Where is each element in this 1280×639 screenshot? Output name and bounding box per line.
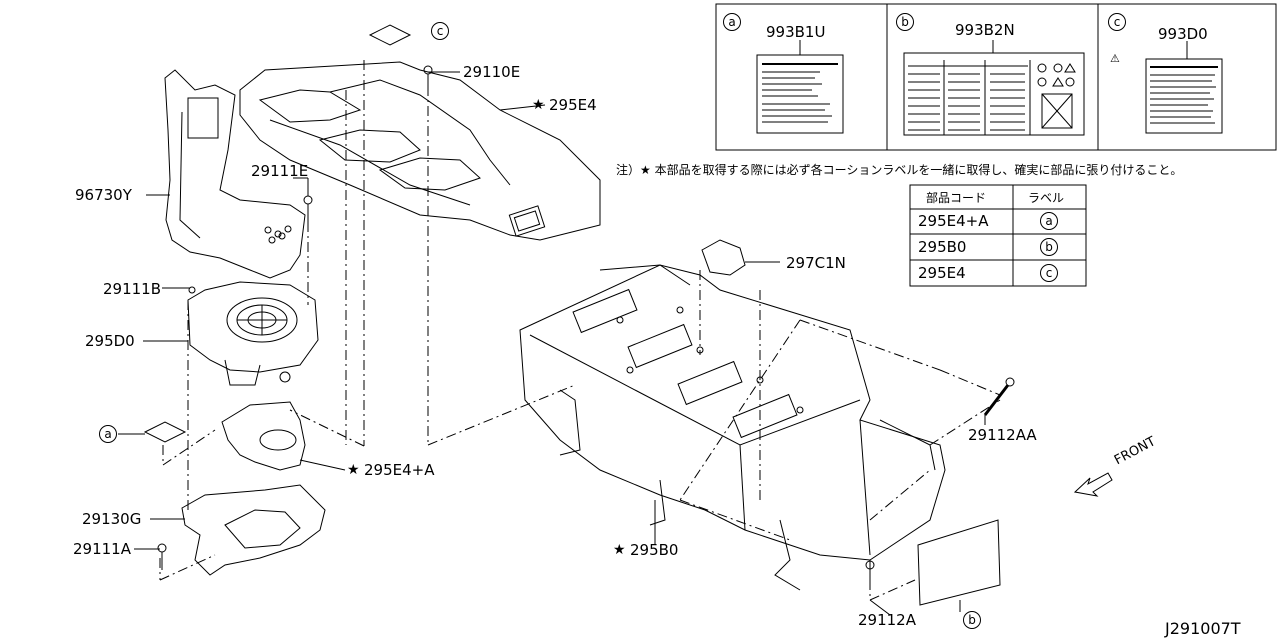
- table-header-code: 部品コード: [926, 191, 987, 205]
- marker-c-callout: c: [431, 22, 449, 40]
- front-arrow-icon: [1073, 472, 1113, 497]
- marker-a-box: a: [723, 13, 741, 31]
- table-row-label: b: [1040, 238, 1058, 256]
- part-295e4a: 295E4+A: [364, 461, 435, 479]
- label-a-code: 993B1U: [766, 23, 826, 41]
- label-table-frame: [909, 184, 1087, 287]
- label-b-patch: [917, 519, 1001, 606]
- marker-c-box: c: [1108, 13, 1126, 31]
- label-a-patch: [143, 421, 187, 443]
- part-29111e: 29111E: [251, 162, 309, 180]
- label-a-sticker: [756, 54, 844, 134]
- part-295e4: 295E4: [549, 96, 597, 114]
- part-96730y: 96730Y: [75, 186, 132, 204]
- marker-b-callout: b: [963, 611, 981, 629]
- table-row-code: 295E4+A: [918, 212, 989, 230]
- marker-a-callout: a: [99, 425, 117, 443]
- connector-297c1n: [701, 239, 746, 276]
- part-29111b: 29111B: [103, 280, 162, 298]
- label-c-code: 993D0: [1158, 25, 1208, 43]
- star-icon: ★: [613, 542, 626, 558]
- part-295b0: 295B0: [630, 541, 679, 559]
- part-29110e: 29110E: [463, 63, 521, 81]
- table-row-label: a: [1040, 212, 1058, 230]
- battery-pack-295b0: [519, 264, 946, 561]
- diagram-id: J291007T: [1165, 619, 1241, 638]
- marker-b-box: b: [896, 13, 914, 31]
- star-icon: ★: [532, 97, 545, 113]
- label-b-sticker: [903, 52, 1085, 136]
- plate-295e4: [239, 61, 601, 241]
- part-29112aa: 29112AA: [968, 426, 1037, 444]
- duct-295e4a: [221, 401, 306, 471]
- table-row-label: c: [1040, 264, 1058, 282]
- label-b-code: 993B2N: [955, 21, 1015, 39]
- part-29112a: 29112A: [858, 611, 916, 629]
- table-row-code: 295E4: [918, 264, 966, 282]
- label-c-patch: [368, 24, 412, 46]
- star-icon: ★: [347, 462, 360, 478]
- table-row-code: 295B0: [918, 238, 967, 256]
- caution-note: 注）★ 本部品を取得する際には必ず各コーションラベルを一緒に取得し、確実に部品に…: [616, 163, 1183, 177]
- bracket-29130g: [181, 484, 326, 576]
- blower-295d0: [187, 281, 319, 373]
- labels-box-frame: [715, 3, 1277, 151]
- part-29111a: 29111A: [73, 540, 131, 558]
- table-header-label: ラベル: [1028, 191, 1065, 205]
- duct-96730y: [164, 69, 306, 279]
- label-c-sticker: [1145, 58, 1223, 134]
- svg-text:⚠: ⚠: [1110, 52, 1120, 65]
- part-295d0: 295D0: [85, 332, 135, 350]
- part-29130g: 29130G: [82, 510, 142, 528]
- bolt-29112aa: [983, 384, 1010, 416]
- part-297c1n: 297C1N: [786, 254, 846, 272]
